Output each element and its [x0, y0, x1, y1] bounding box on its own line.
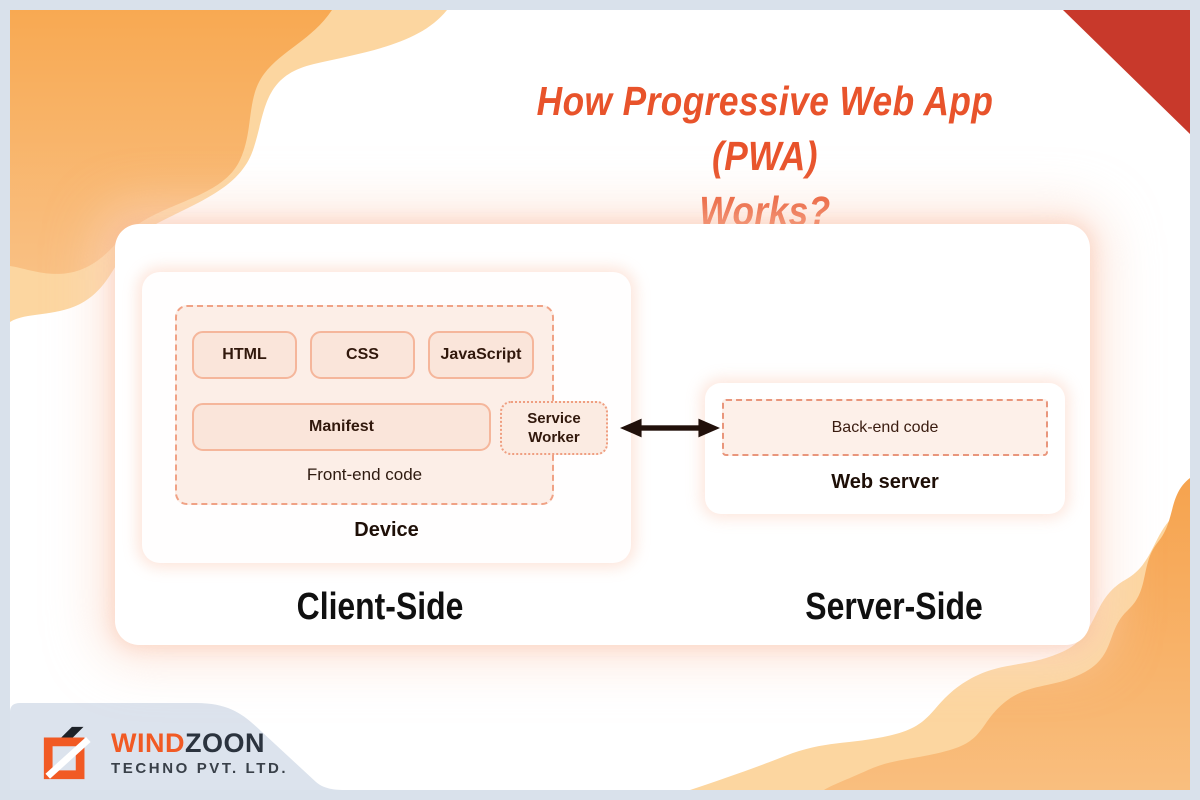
frontend-code-label: Front-end code	[306, 465, 423, 484]
client-side-label: Client-Side	[296, 586, 464, 628]
brand-name: WINDZOON	[111, 729, 288, 757]
windzoon-logo: WINDZOON TECHNO PVT. LTD.	[40, 724, 288, 782]
service-worker-box: Service Worker	[500, 401, 608, 455]
brand-name-part2: ZOON	[184, 728, 265, 758]
frontend-code-container: HTML CSS JavaScript Manifest Service Wor…	[175, 305, 608, 505]
brand-subtitle: TECHNO PVT. LTD.	[111, 760, 289, 777]
device-container: HTML CSS JavaScript Manifest Service Wor…	[142, 272, 631, 563]
windzoon-logo-text: WINDZOON TECHNO PVT. LTD.	[111, 729, 288, 777]
css-box-label: CSS	[346, 346, 379, 363]
windzoon-logo-icon	[43, 726, 91, 780]
html-box: HTML	[192, 331, 297, 379]
backend-code-label: Back-end code	[831, 418, 939, 436]
css-box: CSS	[310, 331, 415, 379]
javascript-box-label: JavaScript	[440, 346, 522, 363]
page-title-line1: How Progressive Web App (PWA)	[536, 78, 994, 179]
manifest-box: Manifest	[192, 403, 491, 451]
device-label: Device	[354, 519, 419, 541]
double-arrow-icon	[620, 418, 720, 438]
service-worker-label: Service Worker	[527, 410, 581, 446]
brand-name-part1: WIND	[111, 728, 185, 758]
page-title: How Progressive Web App (PWA) Works?	[486, 74, 1045, 239]
html-box-label: HTML	[222, 346, 267, 363]
server-side-label: Server-Side	[805, 586, 983, 628]
javascript-box: JavaScript	[428, 331, 534, 379]
backend-code-box: Back-end code	[722, 399, 1048, 456]
web-server-container: Back-end code Web server	[705, 383, 1065, 514]
diagram-card: HTML CSS JavaScript Manifest Service Wor…	[115, 224, 1090, 645]
web-server-label: Web server	[831, 471, 939, 493]
manifest-box-label: Manifest	[309, 418, 374, 435]
top-right-triangle	[1063, 10, 1190, 134]
